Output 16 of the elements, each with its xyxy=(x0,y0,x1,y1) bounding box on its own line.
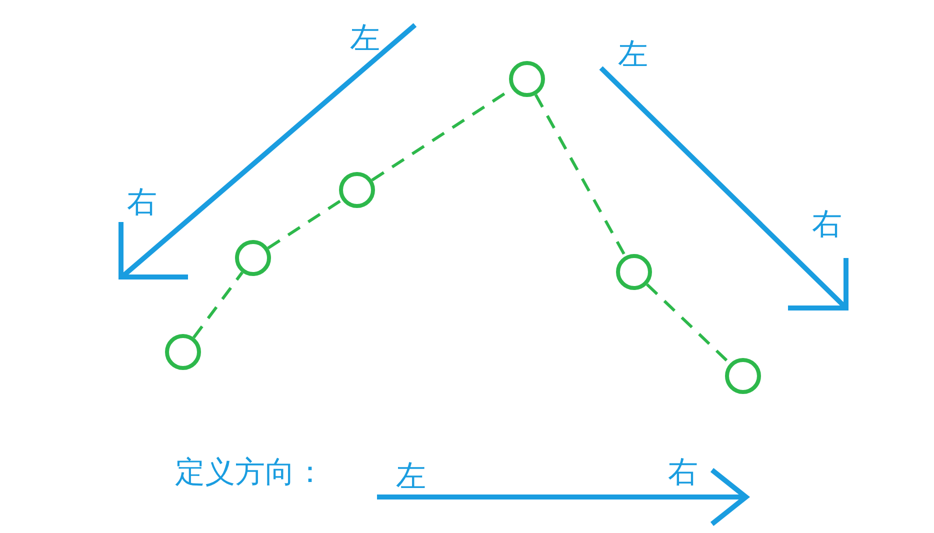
circle-node xyxy=(616,254,652,290)
dashed-connector xyxy=(192,272,244,338)
circle-node xyxy=(235,240,271,276)
direction-label: 右 xyxy=(668,458,698,488)
direction-label: 定义方向： xyxy=(175,458,325,488)
direction-label: 左 xyxy=(396,462,426,492)
dashed-connector xyxy=(534,94,627,257)
circle-node xyxy=(725,358,761,394)
dashed-connector xyxy=(267,198,343,250)
direction-label: 左 xyxy=(350,24,380,54)
direction-label: 左 xyxy=(618,40,648,70)
direction-label: 右 xyxy=(812,210,842,240)
direction-label: 右 xyxy=(127,188,157,218)
circle-node xyxy=(339,172,375,208)
circle-node xyxy=(509,61,545,97)
circle-node xyxy=(165,334,201,370)
